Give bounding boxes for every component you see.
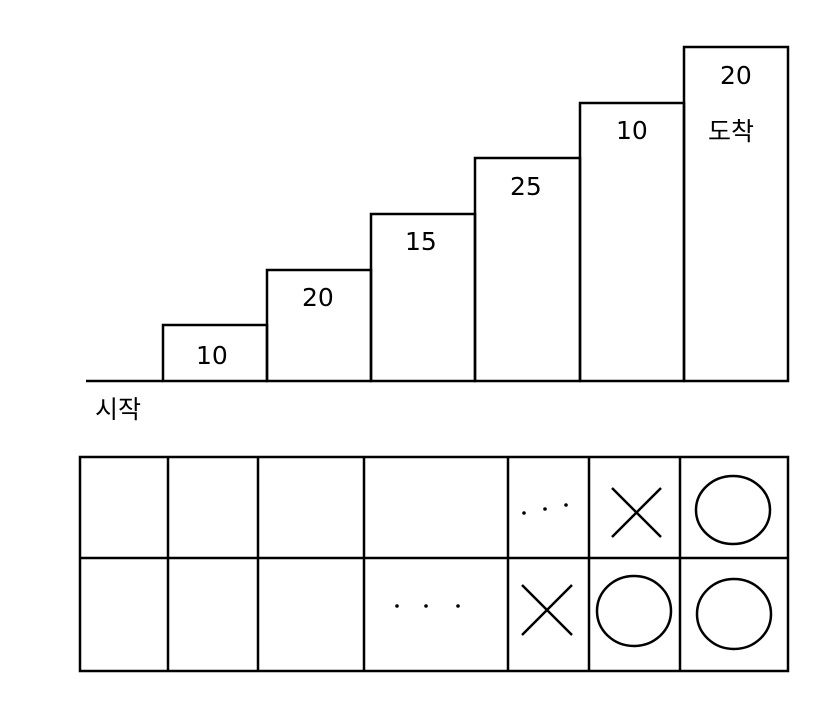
row2-ellipsis-mark: [395, 604, 460, 608]
row2-o-mark-2: [695, 577, 773, 651]
row1-x-mark: [611, 487, 662, 538]
staircase: 10 20 15 25 10 20 시작 도착: [86, 45, 790, 424]
grid-outline: [78, 455, 790, 673]
step-3-value: 15: [405, 227, 437, 256]
step-6: [682, 45, 790, 383]
end-label: 도착: [708, 117, 754, 146]
row1-ellipsis-mark: [522, 503, 568, 515]
step-4-value: 25: [510, 172, 542, 201]
step-6-value: 20: [720, 61, 752, 90]
row2-o-mark-1: [595, 574, 673, 648]
row2-x-mark: [521, 584, 573, 636]
step-1-value: 10: [196, 341, 228, 370]
step-5-value: 10: [616, 116, 648, 145]
row1-o-mark: [694, 474, 772, 546]
start-label: 시작: [95, 395, 141, 424]
grid: [78, 455, 790, 673]
step-2-value: 20: [302, 283, 334, 312]
